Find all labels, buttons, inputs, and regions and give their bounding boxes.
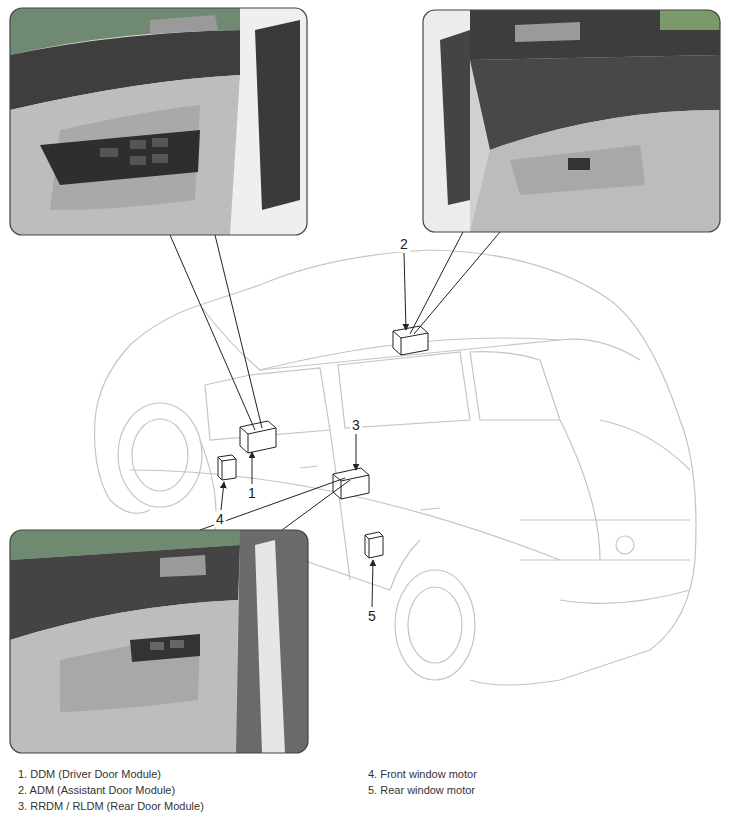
legend-note: 5. Rear window motor: [368, 784, 475, 797]
module-box: [218, 326, 428, 558]
callout-number: 5: [366, 608, 378, 624]
photo-inset: [10, 530, 308, 753]
callout-number: 2: [398, 236, 410, 252]
photo-inset: [423, 10, 720, 232]
legend-note: 4. Front window motor: [368, 768, 477, 781]
legend-note: 1. DDM (Driver Door Module): [18, 768, 161, 781]
callout-number: 3: [350, 417, 362, 433]
legend-note: 3. RRDM / RLDM (Rear Door Module): [18, 800, 204, 813]
photo-inset: [10, 8, 307, 235]
callout-number: 4: [214, 511, 226, 527]
callout-number: 1: [246, 485, 258, 501]
legend-note: 2. ADM (Assistant Door Module): [18, 784, 175, 797]
